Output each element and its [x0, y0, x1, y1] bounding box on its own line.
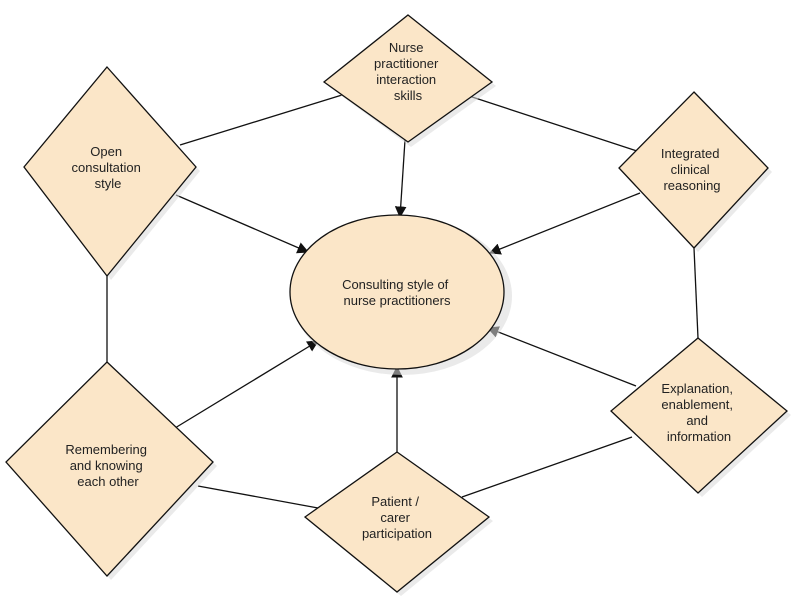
node-explanation[interactable]	[610, 337, 791, 497]
participation-label-line-1: Patient /	[371, 494, 419, 509]
explanation-label-line-3: and	[686, 413, 708, 428]
remembering-label-line-1: Remembering	[65, 442, 147, 457]
edge-open-interaction	[179, 94, 343, 146]
diamond-interaction	[322, 14, 494, 143]
center-ellipse	[289, 214, 505, 370]
edge-integrated-explanation	[693, 247, 699, 339]
open-label-line-3: style	[95, 176, 122, 191]
diamond-integrated	[618, 91, 769, 249]
node-remembering[interactable]	[5, 361, 217, 580]
explanation-label-line-1: Explanation,	[661, 381, 733, 396]
explanation-label-line-4: information	[667, 429, 731, 444]
remembering-label-line-3: each other	[77, 474, 139, 489]
edge-explanation-participation	[461, 436, 633, 498]
diamond-open	[23, 66, 197, 278]
node-integrated[interactable]	[618, 91, 772, 252]
explanation-label-line-2: enablement,	[661, 397, 733, 412]
node-center[interactable]	[289, 214, 512, 375]
center-label-line-2: nurse practitioners	[344, 293, 451, 308]
diamond-explanation	[610, 337, 788, 494]
interaction-label-line-1: Nurse	[389, 40, 424, 55]
integrated-label-line-1: Integrated	[661, 146, 720, 161]
interaction-label-line-2: practitioner	[374, 56, 439, 71]
open-label: Open consultation style	[71, 144, 144, 191]
interaction-label-line-4: skills	[394, 88, 423, 103]
remembering-label-line-2: and knowing	[70, 458, 143, 473]
participation-label-line-2: carer	[380, 510, 410, 525]
arrow-explanation-center	[486, 326, 637, 387]
arrow-integrated-center	[488, 192, 641, 255]
arrow-remembering-center	[174, 340, 319, 429]
node-interaction[interactable]	[322, 14, 496, 147]
integrated-label: Integrated clinical reasoning	[661, 146, 723, 193]
interaction-label: Nurse practitioner interaction skills	[374, 40, 442, 103]
arrow-open-center	[175, 194, 310, 254]
center-label: Consulting style of nurse practitioners	[342, 277, 452, 308]
open-label-line-2: consultation	[71, 160, 140, 175]
open-label-line-1: Open	[90, 144, 122, 159]
participation-label-line-3: participation	[362, 526, 432, 541]
interaction-label-line-3: interaction	[376, 72, 436, 87]
explanation-label: Explanation, enablement, and information	[661, 381, 736, 444]
arrows-to-center	[174, 139, 641, 452]
center-label-line-1: Consulting style of	[342, 277, 449, 292]
diamond-participation	[303, 451, 491, 593]
ring-connectors	[106, 94, 699, 509]
diamond-remembering	[5, 361, 214, 577]
edge-participation-remembering	[197, 485, 319, 509]
arrow-interaction-center	[394, 139, 407, 219]
node-open[interactable]	[23, 66, 200, 280]
edge-interaction-integrated	[465, 94, 641, 153]
participation-label: Patient / carer participation	[362, 494, 432, 541]
integrated-label-line-2: clinical	[671, 162, 710, 177]
node-participation[interactable]	[303, 451, 493, 596]
integrated-label-line-3: reasoning	[663, 178, 720, 193]
remembering-label: Remembering and knowing each other	[65, 442, 150, 489]
